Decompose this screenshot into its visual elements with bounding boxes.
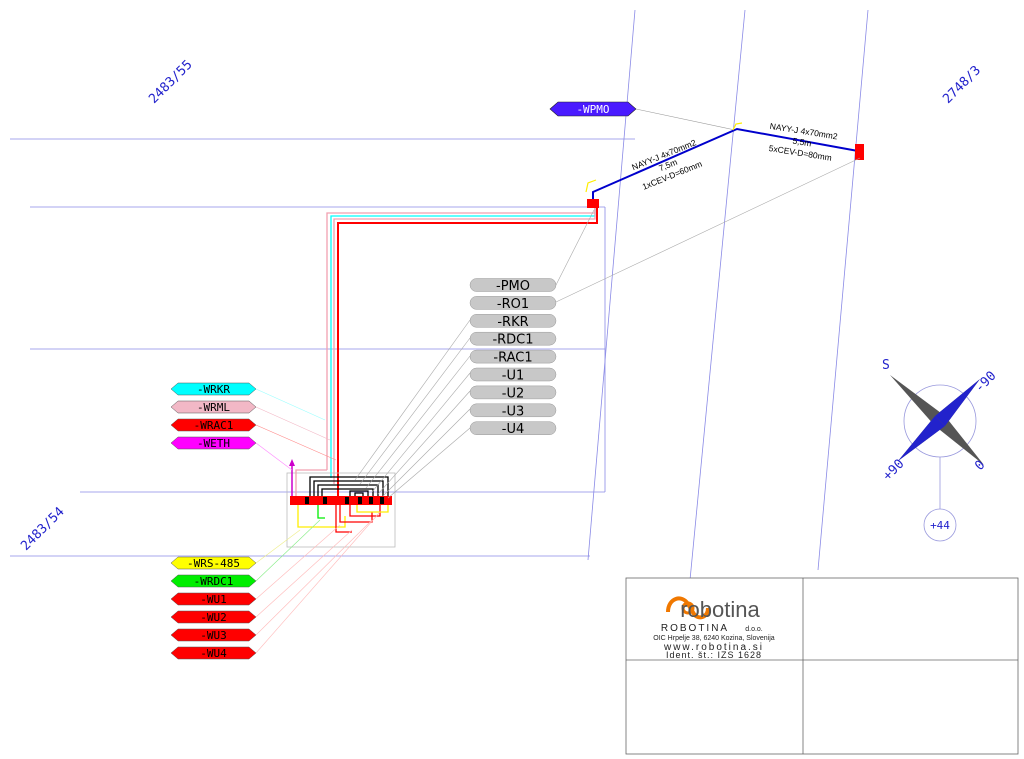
company-name: ROBOTINA [661, 623, 729, 634]
cable-tag[interactable]: -WETH [170, 436, 257, 450]
company-suffix: d.o.o. [745, 626, 763, 633]
device-tag[interactable]: -U1 [469, 367, 557, 384]
company-website: www.robotina.si [663, 642, 764, 653]
device-tag[interactable]: -PMO [469, 278, 557, 295]
cable-tag-label: -WU3 [200, 629, 227, 642]
cable-route [585, 122, 864, 208]
parcel-label: 2483/54 [18, 504, 67, 553]
device-tag[interactable]: -U4 [469, 421, 557, 438]
left-tags-bottom: -WRS-485 -WRDC1 -WU1 -WU2 -WU3 -WU4 [170, 556, 257, 660]
svg-text:5,5m: 5,5m [792, 136, 812, 149]
device-tag[interactable]: -RO1 [469, 296, 557, 312]
compass-label: 0 [972, 458, 988, 474]
cable-tag-label: -WRDC1 [194, 575, 234, 588]
device-tag-label: -PMO [496, 279, 530, 294]
cable-tag[interactable]: -WRML [170, 400, 257, 414]
device-tag-label: -RAC1 [493, 351, 532, 366]
compass-rose: S -90 +90 0 +44 [880, 358, 999, 542]
cable-tag-label: -WETH [197, 437, 230, 450]
leader-lines [354, 157, 861, 499]
cable-tag[interactable]: -WRKR [170, 382, 257, 396]
connection-box[interactable] [855, 144, 864, 160]
cable-tag[interactable]: -WRAC1 [170, 418, 257, 432]
company-ident: Ident. št.: IZS 1628 [666, 650, 762, 660]
device-tags: -PMO -RO1 -RKR -RDC1 -RAC1 -U1 -U2 -U3 -U4 [469, 278, 557, 438]
cable-tag[interactable]: -WU2 [170, 610, 257, 624]
cable-tag-label: -WRKR [197, 383, 230, 396]
title-block: robotina ROBOTINA d.o.o. OIC Hrpelje 38,… [625, 577, 1019, 755]
level-marker: +44 [930, 519, 950, 532]
cable-tag[interactable]: -WRDC1 [170, 574, 257, 588]
left-tags-top: -WRKR -WRML -WRAC1 -WETH [170, 382, 257, 450]
cable-tag[interactable]: -WU1 [170, 592, 257, 606]
device-tag-label: -RKR [497, 315, 528, 330]
cable-label-2: NAYY-J 4x70mm2 5,5m 5xCEV-D=80mm [768, 121, 838, 163]
device-tag[interactable]: -RAC1 [469, 349, 557, 366]
tag-label: -WPMO [576, 103, 609, 116]
cable-tag[interactable]: -WRS-485 [170, 556, 257, 570]
compass-label: -90 [972, 369, 999, 396]
wire-bundle [326, 208, 598, 496]
device-tag-label: -U2 [502, 386, 524, 401]
cable-tag[interactable]: -WU4 [170, 646, 257, 660]
cable-tag-label: -WRAC1 [194, 419, 234, 432]
compass-star-icon [890, 375, 984, 465]
parcel-label: 2483/55 [146, 57, 195, 106]
device-tag-label: -U3 [502, 404, 524, 419]
compass-label: +90 [880, 457, 907, 484]
cable-tag-label: -WRS-485 [187, 557, 240, 570]
cable-tag-label: -WU4 [200, 647, 227, 660]
logo-text: robotina [680, 597, 760, 622]
tag-wpmo[interactable]: -WPMO [549, 101, 637, 117]
junction-box[interactable] [587, 199, 599, 208]
parcel-boundaries [10, 9, 869, 581]
cable-tag-label: -WU1 [200, 593, 227, 606]
parcel-label: 2748/3 [940, 63, 984, 107]
device-tag[interactable]: -U3 [469, 403, 557, 420]
distribution-box[interactable] [286, 459, 396, 548]
left-leader-lines [255, 388, 381, 654]
robotina-logo-icon [666, 596, 710, 620]
device-tag-label: -RDC1 [492, 333, 533, 348]
cable-tag[interactable]: -WU3 [170, 628, 257, 642]
company-address: OIC Hrpelje 38, 6240 Kozina, Slovenija [653, 635, 775, 642]
cable-tag-label: -WRML [197, 401, 230, 414]
device-tag-label: -U4 [502, 422, 524, 437]
device-tag[interactable]: -RKR [469, 314, 557, 330]
cable-label-1: NAYY-J 4x70mm2 7,5m 1xCEV-D=60mm [630, 137, 703, 192]
device-tag[interactable]: -U2 [469, 385, 557, 402]
device-tag-label: -U1 [502, 369, 524, 384]
device-tag-label: -RO1 [497, 297, 529, 312]
device-tag[interactable]: -RDC1 [469, 331, 557, 348]
cable-tag-label: -WU2 [200, 611, 227, 624]
compass-label: S [882, 358, 890, 373]
